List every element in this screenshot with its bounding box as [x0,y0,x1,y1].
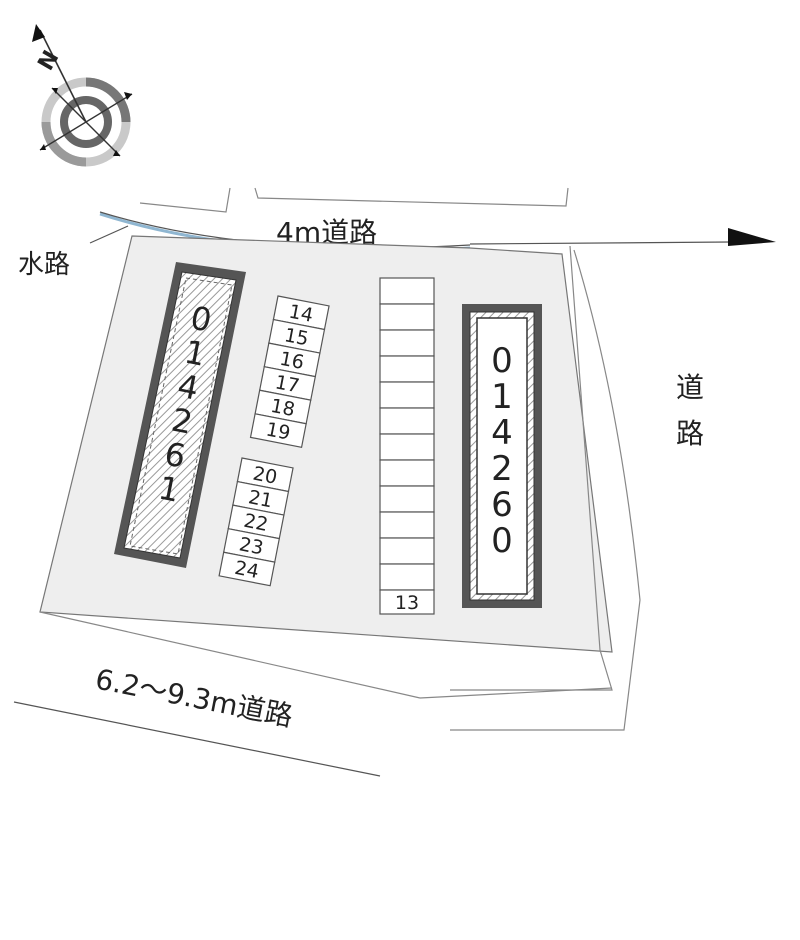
right-road-label-1: 道 [676,371,704,404]
building-right: 0 1 4 2 6 0 [462,304,542,608]
parking-slot-number: 18 [269,395,297,421]
parking-slot: 14 [272,295,330,331]
parking-slot-number: 21 [246,486,274,512]
parking-group-a: 14 15 16 17 18 19 [249,295,330,448]
building-right-digit: 2 [491,449,513,489]
parking-slot-number: 20 [251,463,279,489]
building-right-number: 0 1 4 2 6 0 [491,341,513,561]
parking-slot-number: 13 [395,592,419,614]
parking-slot-number: 15 [282,324,310,350]
parking-column: 13 [379,277,435,615]
waterway-label: 水路 [18,250,70,280]
building-right-digit: 0 [491,341,513,381]
building-right-digit: 6 [491,485,513,525]
parking-group-b: 20 21 22 23 24 [218,457,294,587]
parking-slot: 22 [227,504,285,540]
parking-slot-number: 19 [264,418,292,444]
parking-slot-number: 16 [278,348,306,374]
road-direction-arrow-icon [728,228,776,246]
parking-slot: 21 [232,480,290,516]
building-left: 0 1 4 2 6 1 [114,262,246,568]
compass-rose-icon: N [32,24,133,167]
parking-slot: 23 [222,527,281,563]
parking-slot: 18 [254,389,312,425]
building-right-digit: 1 [491,377,513,417]
parking-slot: 16 [263,342,321,378]
parking-slot-number: 14 [287,301,315,327]
parking-slot: 19 [249,413,307,448]
parking-slot-number: 17 [273,371,301,397]
bottom-road-label: 6.2〜9.3m道路 [93,662,296,733]
building-right-digit: 4 [491,413,513,453]
parking-slot-number: 24 [233,557,261,583]
building-right-digit: 0 [491,521,513,561]
parking-slot: 24 [218,551,276,587]
right-road-label-2: 路 [676,417,704,450]
parking-slot-number: 22 [242,510,270,536]
parking-slot-number: 23 [237,533,265,559]
